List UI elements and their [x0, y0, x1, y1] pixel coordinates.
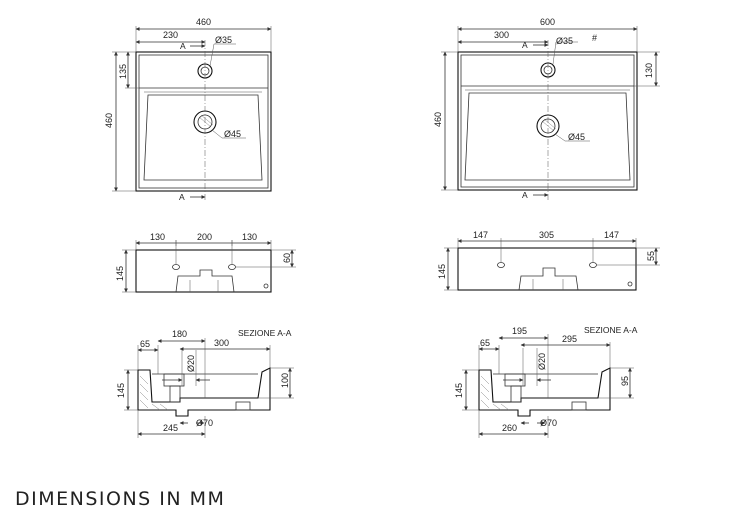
- left-front-height: 145: [115, 266, 125, 281]
- right-section-mark-bottom: A: [522, 190, 528, 200]
- left-section-waste: Ø70: [196, 418, 213, 428]
- left-front-hole-height: 60: [282, 253, 292, 263]
- right-plan-rim: 130: [644, 63, 654, 78]
- left-section-base: 245: [163, 423, 178, 433]
- right-section-label: SEZIONE A-A: [584, 325, 638, 335]
- right-plan-view: 600 300 # A Ø35 Ø45 A 460 130: [433, 17, 660, 200]
- left-front-left: 130: [150, 232, 165, 242]
- left-plan-rim: 135: [118, 64, 128, 79]
- right-front-hole-height: 55: [646, 251, 656, 261]
- page-title: DIMENSIONS IN MM: [15, 488, 225, 510]
- left-section-view: SEZIONE A-A 65 180 300 Ø20 145 100 245: [116, 328, 294, 438]
- right-section-view: SEZIONE A-A 65 195 295 Ø20 145 95 260: [454, 325, 638, 438]
- right-plan-offset: 300: [494, 30, 509, 40]
- right-section-waste: Ø70: [540, 418, 557, 428]
- left-section-label: SEZIONE A-A: [238, 328, 292, 338]
- right-plan-width: 600: [540, 17, 555, 27]
- left-section-a: 65: [140, 339, 150, 349]
- left-front-view: 130 200 130 145 60: [115, 232, 296, 293]
- left-section-mark-bottom: A: [179, 192, 185, 202]
- left-section-b: 180: [172, 329, 187, 339]
- right-front-height: 145: [437, 264, 447, 279]
- left-section-pipe: Ø20: [186, 355, 196, 372]
- right-drain-label: Ø45: [568, 132, 585, 142]
- right-front-view: 147 305 147 145 55: [437, 230, 660, 291]
- left-section-depth: 100: [280, 373, 290, 388]
- left-front-middle: 200: [197, 232, 212, 242]
- right-section-height: 145: [454, 383, 464, 398]
- right-front-middle: 305: [539, 230, 554, 240]
- right-section-a: 65: [480, 338, 490, 348]
- left-section-height: 145: [116, 383, 126, 398]
- right-section-base: 260: [502, 423, 517, 433]
- right-plan-marker: #: [592, 33, 597, 43]
- right-front-right: 147: [604, 230, 619, 240]
- right-front-left: 147: [473, 230, 488, 240]
- left-plan-view: 460 230 A Ø35 Ø45 A 460 135: [104, 17, 272, 202]
- left-plan-offset: 230: [163, 30, 178, 40]
- right-section-c: 295: [562, 334, 577, 344]
- left-front-right: 130: [242, 232, 257, 242]
- left-plan-width: 460: [196, 17, 211, 27]
- right-section-b: 195: [512, 326, 527, 336]
- right-section-pipe: Ø20: [537, 353, 547, 370]
- left-section-c: 300: [214, 338, 229, 348]
- right-tap-hole-label: Ø35: [556, 36, 573, 46]
- left-section-mark-top: A: [180, 41, 186, 51]
- left-drain-label: Ø45: [224, 129, 241, 139]
- right-section-mark-top: A: [522, 40, 528, 50]
- left-tap-hole-label: Ø35: [215, 35, 232, 45]
- left-plan-depth: 460: [104, 113, 114, 128]
- right-section-depth: 95: [620, 376, 630, 386]
- right-plan-depth: 460: [433, 112, 443, 127]
